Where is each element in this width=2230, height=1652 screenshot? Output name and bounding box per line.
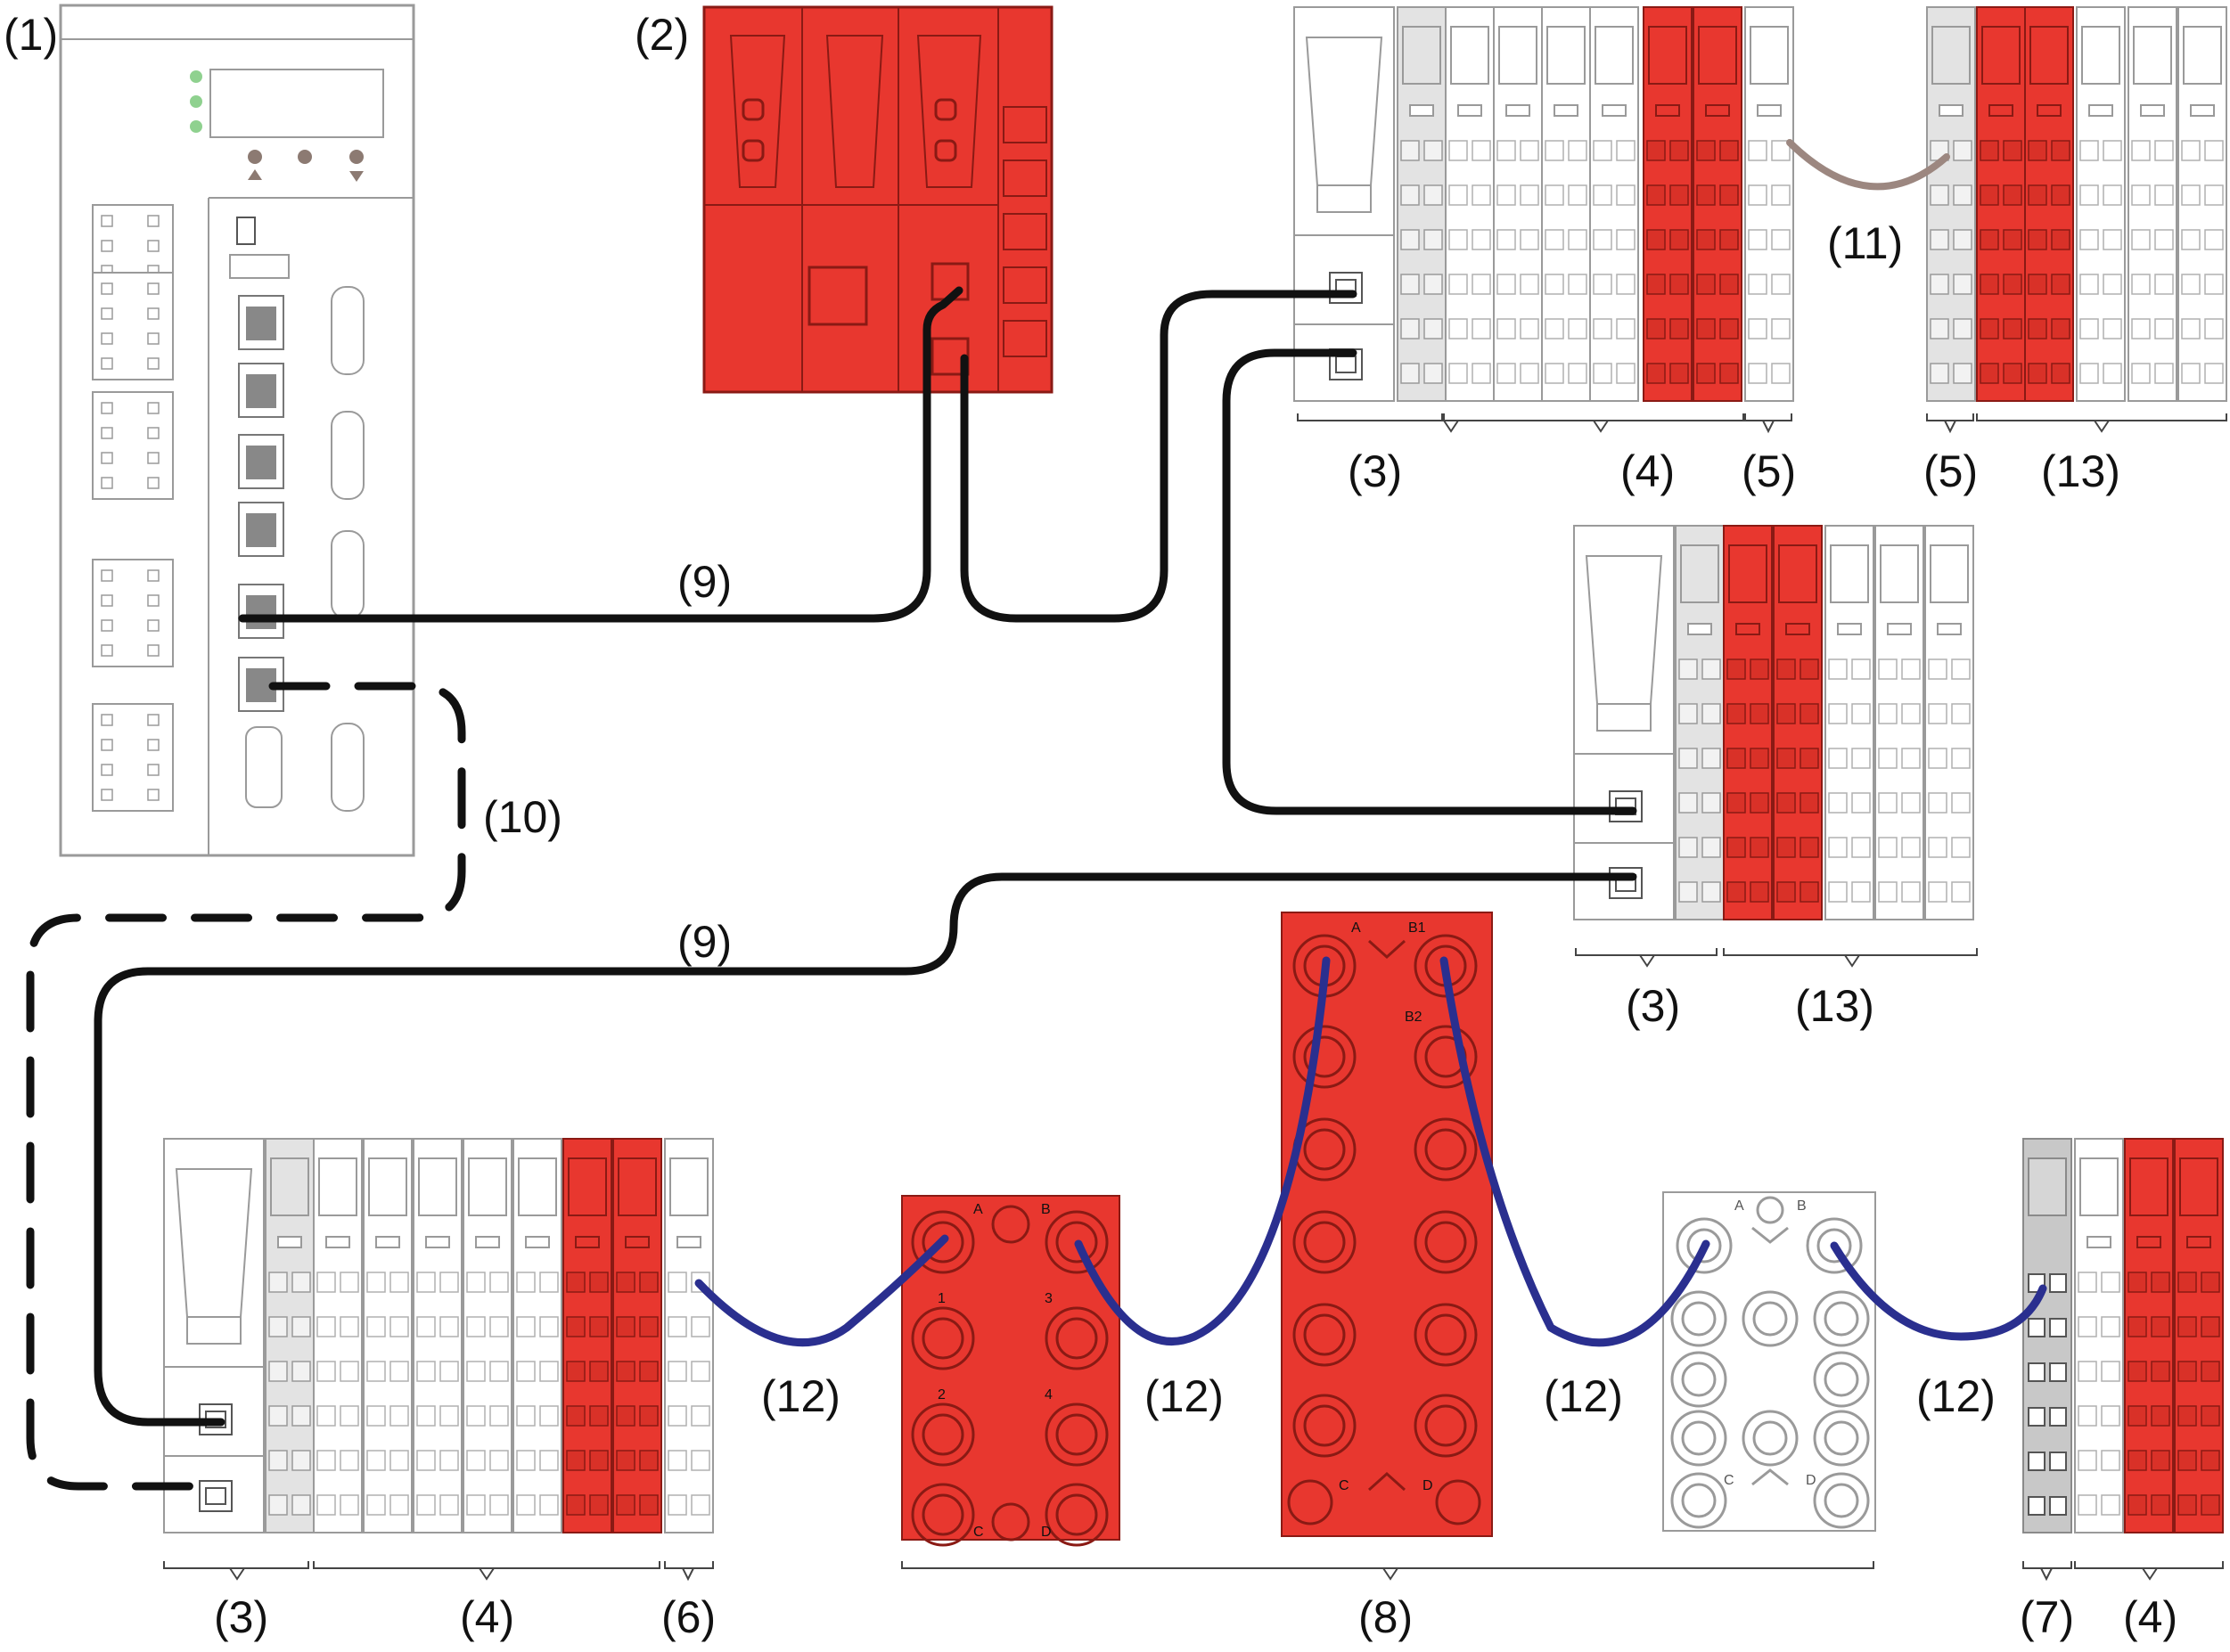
callout-5a: (5) [1742, 446, 1796, 496]
callout-9a: (9) [677, 557, 732, 607]
callout-9b: (9) [677, 917, 732, 967]
port-label: A [973, 1202, 983, 1217]
arrow-down-icon [349, 171, 364, 182]
port-label: D [1041, 1525, 1052, 1540]
io-station-bottom-right [2022, 1138, 2224, 1533]
callout-3c: (3) [214, 1592, 268, 1642]
callout-6: (6) [661, 1592, 716, 1642]
callout-7: (7) [2020, 1592, 2074, 1642]
callout-3b: (3) [1626, 981, 1680, 1031]
port-label: B2 [1405, 1010, 1422, 1025]
callout-1: (1) [4, 10, 58, 60]
port-label: B [1797, 1198, 1807, 1214]
callout-5b: (5) [1923, 446, 1978, 496]
nav-button [349, 150, 364, 164]
ethernet-cable-9d [94, 872, 1637, 1427]
ethernet-cable-9b [960, 290, 1357, 623]
io-cable-12a [694, 1234, 949, 1347]
port-label: C [973, 1525, 984, 1540]
callout-8: (8) [1358, 1592, 1413, 1642]
port-label: D [1806, 1473, 1816, 1488]
callout-12d: (12) [1916, 1371, 1996, 1421]
io-station-middle [1573, 525, 1974, 920]
port-label: D [1422, 1478, 1433, 1493]
callout-13b: (13) [1795, 981, 1874, 1031]
io-station-bottom [163, 1138, 714, 1533]
ethernet-cable-9c [1222, 348, 1637, 815]
callout-3a: (3) [1348, 446, 1402, 496]
port-label: B1 [1408, 920, 1426, 936]
callout-12c: (12) [1544, 1371, 1623, 1421]
port-label: 1 [938, 1291, 946, 1306]
callout-13a: (13) [2041, 446, 2120, 496]
port-label: 2 [938, 1387, 946, 1403]
io-cable-12b [1074, 956, 1331, 1345]
port-label: A [1734, 1198, 1744, 1214]
callout-2: (2) [635, 10, 689, 60]
callout-11: (11) [1827, 218, 1903, 268]
callout-12a: (12) [761, 1371, 840, 1421]
nav-button [248, 150, 262, 164]
nav-button [298, 150, 312, 164]
callout-4a: (4) [1620, 446, 1675, 496]
status-led [190, 95, 202, 108]
io-extension-top [1926, 6, 2227, 402]
io-cable-12d [1830, 1241, 2047, 1341]
port-label: 3 [1045, 1291, 1053, 1306]
ethernet-cable-9a [238, 286, 963, 623]
display-window [209, 69, 384, 138]
callout-4b: (4) [460, 1592, 514, 1642]
controller-1 [59, 4, 415, 857]
port-label: 4 [1045, 1387, 1053, 1403]
ethernet-cable-10 [26, 682, 466, 1491]
callout-4c: (4) [2123, 1592, 2177, 1642]
io-station-top [1293, 6, 1794, 402]
io-cable-12c [1439, 956, 1710, 1347]
field-box-3: A B C D [1662, 1191, 1876, 1532]
callout-12b: (12) [1144, 1371, 1224, 1421]
arrow-up-icon [248, 169, 262, 180]
port-label: C [1724, 1473, 1734, 1488]
safety-controller-2 [702, 5, 1054, 394]
extension-cable-11 [1786, 139, 1950, 191]
port-label: B [1041, 1202, 1051, 1217]
callout-10: (10) [483, 792, 562, 842]
status-led [190, 70, 202, 83]
port-label: C [1339, 1478, 1349, 1493]
field-box-2: A B1 B2 C D [1281, 912, 1493, 1537]
port-label: A [1351, 920, 1361, 936]
status-led [190, 120, 202, 133]
